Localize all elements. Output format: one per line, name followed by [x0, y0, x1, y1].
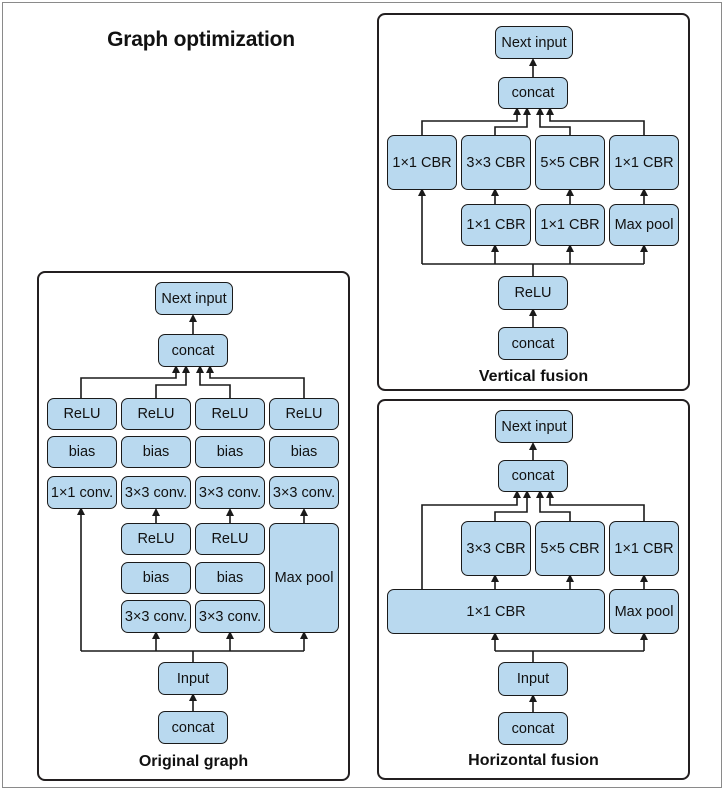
diagram-title: Graph optimization [107, 28, 295, 51]
edge-v-1x1-to-concat [421, 107, 521, 135]
edge-branch3-to-concat [196, 365, 231, 398]
panel-caption-vertical: Vertical fusion [478, 368, 589, 385]
node-bias-branch3: bias [195, 436, 265, 468]
node-concat-bottom: concat [158, 711, 228, 744]
node-relu-branch4: ReLU [269, 398, 339, 430]
node-concat-top: concat [158, 334, 228, 367]
edge-branch4-to-concat [206, 365, 305, 398]
node-v-3x3-cbr: 3×3 CBR [461, 135, 531, 190]
node-h-input: Input [498, 662, 568, 696]
node-v-concat-bottom: concat [498, 327, 568, 360]
node-v-5x5-cbr: 5×5 CBR [535, 135, 605, 190]
edge-branch1-to-concat [80, 365, 180, 398]
node-bias-branch2: bias [121, 436, 191, 468]
edge-v-1x1b-to-concat [546, 107, 645, 135]
node-conv-inner-branch2: 3×3 conv. [121, 600, 191, 633]
node-conv-branch4: 3×3 conv. [269, 476, 339, 509]
node-maxpool-branch4: Max pool [269, 523, 339, 633]
node-relu-inner-branch2: ReLU [121, 523, 191, 555]
node-h-maxpool: Max pool [609, 589, 679, 634]
edge-h-5x5-to-concat [536, 490, 571, 521]
node-v-1x1-inner-a: 1×1 CBR [461, 204, 531, 246]
node-relu-branch3: ReLU [195, 398, 265, 430]
node-bias-branch4: bias [269, 436, 339, 468]
node-v-1x1-cbr-b: 1×1 CBR [609, 135, 679, 190]
edge-h-3x3-to-concat [494, 490, 531, 521]
node-h-next-input: Next input [495, 410, 573, 443]
node-v-next-input: Next input [495, 26, 573, 59]
node-bias-inner-branch2: bias [121, 562, 191, 594]
edge-branch2-to-concat [155, 365, 190, 398]
node-h-5x5-cbr: 5×5 CBR [535, 521, 605, 576]
node-v-relu: ReLU [498, 276, 568, 310]
node-v-concat-top: concat [498, 77, 568, 109]
node-bias-branch1: bias [47, 436, 117, 468]
node-input: Input [158, 662, 228, 695]
node-conv-branch3: 3×3 conv. [195, 476, 265, 509]
edge-v-3x3-to-concat [494, 107, 531, 135]
node-next-input: Next input [155, 282, 233, 315]
node-h-3x3-cbr: 3×3 CBR [461, 521, 531, 576]
edge-v-5x5-to-concat [536, 107, 571, 135]
node-conv-inner-branch3: 3×3 conv. [195, 600, 265, 633]
node-h-1x1-cbr-b: 1×1 CBR [609, 521, 679, 576]
panel-caption-original: Original graph [138, 753, 249, 770]
node-v-1x1-cbr: 1×1 CBR [387, 135, 457, 190]
panel-caption-horizontal: Horizontal fusion [468, 752, 599, 769]
node-relu-inner-branch3: ReLU [195, 523, 265, 555]
node-v-1x1-inner-b: 1×1 CBR [535, 204, 605, 246]
node-relu-branch1: ReLU [47, 398, 117, 430]
edge-h-1x1b-to-concat [546, 490, 645, 521]
node-h-concat-bottom: concat [498, 712, 568, 745]
node-h-concat-top: concat [498, 460, 568, 492]
node-relu-branch2: ReLU [121, 398, 191, 430]
node-bias-inner-branch3: bias [195, 562, 265, 594]
edge-h-wide-to-concat [421, 490, 521, 589]
node-v-maxpool: Max pool [609, 204, 679, 246]
node-conv-branch1: 1×1 conv. [47, 476, 117, 509]
node-h-1x1-cbr-wide: 1×1 CBR [387, 589, 605, 634]
node-conv-branch2: 3×3 conv. [121, 476, 191, 509]
